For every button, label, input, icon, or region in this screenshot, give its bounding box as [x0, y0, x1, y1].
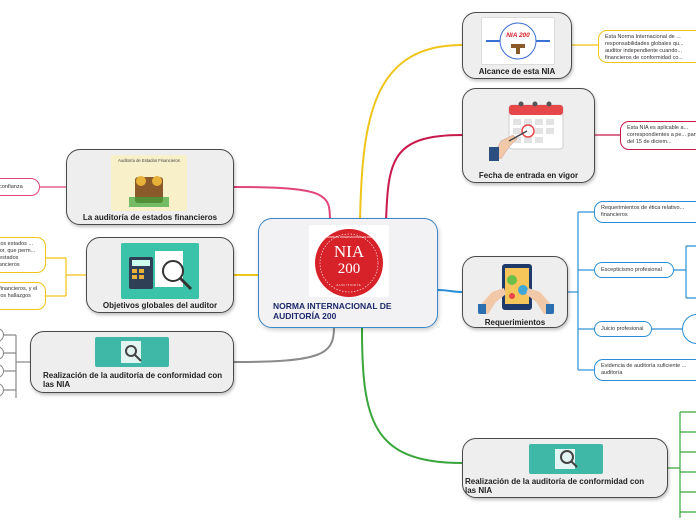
topic-realizacion-right-label: Realización de la auditoría de conformid… — [465, 477, 655, 495]
leaf-fecha-text[interactable]: Esta NIA es aplicable a... correspondien… — [620, 121, 696, 150]
topic-alcance[interactable]: NIA 200 Alcance de esta NIA — [462, 12, 572, 79]
topic-realizacion-left-label: Realización de la auditoría de conformid… — [43, 371, 229, 389]
logo-number-text: 200 — [309, 262, 389, 277]
topic-auditoria-estados[interactable]: Auditoría de Estados Financieros La audi… — [66, 149, 234, 225]
leaf-req-escepticismo[interactable]: Escepticismo profesional — [594, 262, 674, 278]
topic-auditoria-label: La auditoría de estados financieros — [67, 213, 233, 222]
topic-objetivos[interactable]: Objetivos globales del auditor — [86, 237, 234, 313]
logo-top-text: NORMAS INTERNACIONALES DE — [309, 235, 389, 239]
leaf-left-confianza[interactable]: ... confianza — [0, 178, 40, 196]
topic-realizacion-left[interactable]: Realización de la auditoría de conformid… — [30, 331, 234, 393]
tablet-hands-icon — [478, 262, 554, 314]
financial-statements-image: Auditoría de Estados Financieros — [111, 155, 187, 211]
topic-requerimientos-label: Requerimientos — [463, 318, 567, 327]
logo-bottom-text: AUDITORÍA — [309, 283, 389, 287]
nia-200-logo: NORMAS INTERNACIONALES DE NIA 200 AUDITO… — [309, 225, 389, 297]
audit-magnifier-image — [529, 444, 603, 474]
topic-fecha-label: Fecha de entrada en vigor — [463, 171, 594, 180]
leaf-left-objetivo-2[interactable]: ... financieros, y el ... los hallazgos — [0, 282, 46, 310]
topic-requerimientos[interactable]: Requerimientos — [462, 256, 568, 328]
topic-alcance-label: Alcance de esta NIA — [463, 67, 571, 76]
nia-200-image: NIA 200 — [481, 17, 555, 65]
leaf-alcance-text[interactable]: Esta Norma Internacional de ... responsa… — [598, 30, 696, 63]
logo-main-text: NIA — [309, 243, 389, 260]
calendar-icon — [487, 95, 571, 161]
topic-realizacion-right[interactable]: Realización de la auditoría de conformid… — [462, 438, 668, 498]
topic-objetivos-label: Objetivos globales del auditor — [87, 301, 233, 310]
nia-200-image-text: NIA 200 — [482, 32, 554, 39]
audit-clipboard-image — [95, 337, 169, 367]
leaf-req-evidencia[interactable]: Evidencia de auditoría suficiente ... au… — [594, 359, 696, 381]
financial-statements-image-text: Auditoría de Estados Financieros — [115, 158, 183, 163]
central-topic-title: NORMA INTERNACIONAL DE AUDITORÍA 200 — [273, 301, 423, 321]
topic-fecha[interactable]: Fecha de entrada en vigor — [462, 88, 595, 183]
calculator-magnifier-image — [121, 243, 199, 299]
leaf-req-etica[interactable]: Requerimientos de ética relativo... fina… — [594, 201, 696, 223]
leaf-req-juicio[interactable]: Juicio profesional — [594, 321, 652, 337]
leaf-left-objetivo-1[interactable]: ... los estados ... error, que perm... .… — [0, 237, 46, 273]
central-topic[interactable]: NORMAS INTERNACIONALES DE NIA 200 AUDITO… — [258, 218, 438, 328]
